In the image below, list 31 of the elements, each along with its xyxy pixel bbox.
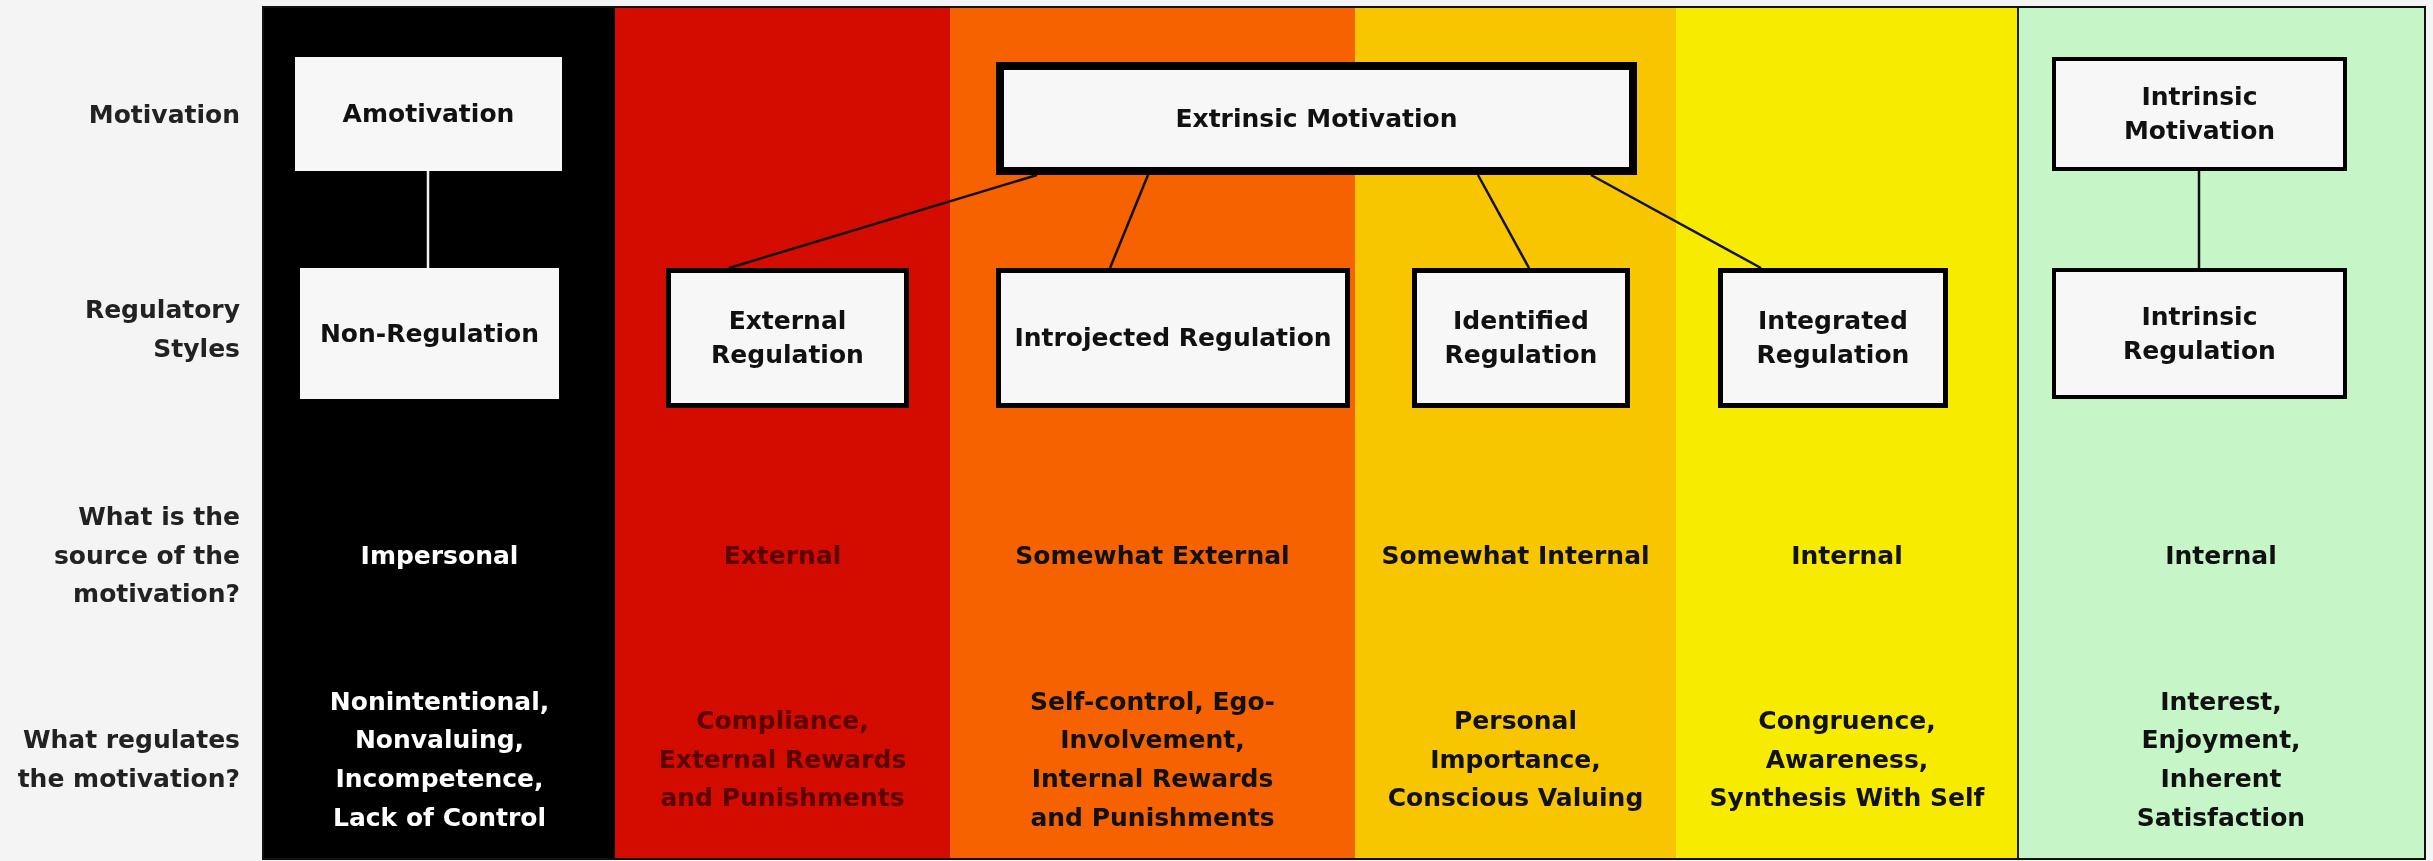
table-cell-text: Impersonal — [359, 539, 520, 572]
table-cell-text: Compliance, External Rewards and Punishments — [657, 704, 908, 815]
table-cell-text: Somewhat External — [1014, 539, 1291, 572]
table-cell-text: Self-control, Ego-Involvement, Internal Rewards and Punishments — [1029, 685, 1276, 834]
connector-line — [1476, 174, 1531, 269]
table-cell-text: External — [722, 539, 843, 572]
regulation-box: Non-Regulation — [300, 268, 559, 399]
connector-line — [728, 173, 1038, 270]
table-cell-text: Nonintentional, Nonvaluing, Incompetence, Lack of Control — [328, 685, 551, 834]
regulation-box: Intrinsic Regulation — [2052, 268, 2347, 399]
regulation-box: Introjected Regulation — [996, 268, 1350, 408]
table-cell-text: Somewhat Internal — [1380, 539, 1651, 572]
row-header: What is the source of the motivation? — [52, 500, 240, 611]
connector-line — [1108, 174, 1150, 269]
row-header: What regulates the motivation? — [16, 724, 240, 795]
regulation-box: Extrinsic Motivation — [996, 62, 1637, 175]
table-cell-text: Congruence, Awareness, Synthesis With Self — [1708, 704, 1986, 815]
regulation-box: Intrinsic Motivation — [2052, 57, 2347, 171]
table-cell-text: Internal — [1790, 539, 1904, 572]
connector-line — [2197, 171, 2201, 268]
regulation-box: External Regulation — [666, 268, 909, 408]
row-header: Regulatory Styles — [83, 294, 240, 365]
table-cell-text: Internal — [2164, 539, 2278, 572]
regulation-box: Identified Regulation — [1412, 268, 1630, 408]
connector-line — [1590, 173, 1762, 270]
row-header: Motivation — [87, 98, 240, 131]
table-cell-text: Interest, Enjoyment, Inherent Satisfaction — [2135, 685, 2307, 834]
regulation-box: Amotivation — [295, 57, 562, 171]
regulation-box: Integrated Regulation — [1718, 268, 1948, 408]
connector-line — [426, 171, 430, 268]
table-cell-text: Personal Importance, Conscious Valuing — [1386, 704, 1645, 815]
